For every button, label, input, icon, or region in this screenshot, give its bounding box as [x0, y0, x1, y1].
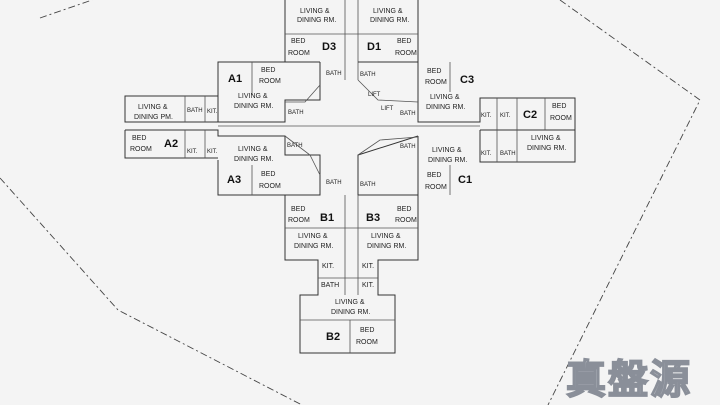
kit-label: KIT. [207, 109, 218, 115]
bedroom-label: BED [360, 327, 374, 334]
lift-label: LIFT [368, 92, 381, 98]
building-outline [124, 0, 576, 354]
living-dining-label: LIVING & [138, 104, 168, 111]
living-dining-label: DINING RM. [370, 17, 409, 24]
living-dining-label: LIVING & [238, 93, 268, 100]
living-dining-label: DINING PM. [134, 114, 173, 121]
bath-label: BATH [326, 71, 342, 77]
living-dining-labels: LIVING & DINING RM. LIVING & DINING RM. … [134, 8, 566, 316]
unit-c1: C1 [458, 174, 472, 186]
living-dining-label: LIVING & [373, 8, 403, 15]
bath-label: BATH [500, 151, 516, 157]
living-dining-label: DINING RM. [294, 243, 333, 250]
bedroom-label: BED [427, 68, 441, 75]
living-dining-label: LIVING & [432, 147, 462, 154]
living-dining-label: LIVING & [335, 299, 365, 306]
bedroom-label: BED [261, 171, 275, 178]
watermark-logo: 真盤源 [566, 357, 692, 403]
bedroom-label: BED [132, 135, 146, 142]
living-dining-label: LIVING & [298, 233, 328, 240]
bath-label: BATH [400, 144, 416, 150]
bedroom-label: ROOM [395, 217, 417, 224]
kit-label: KIT. [187, 149, 198, 155]
bath-label: BATH [187, 108, 203, 114]
bedroom-label: BED [552, 103, 566, 110]
living-dining-label: LIVING & [238, 146, 268, 153]
bedroom-label: BED [291, 206, 305, 213]
bedroom-label: ROOM [288, 217, 310, 224]
unit-b2: B2 [326, 331, 340, 343]
living-dining-label: DINING RM. [297, 17, 336, 24]
bedroom-label: ROOM [259, 78, 281, 85]
bedroom-label: ROOM [288, 50, 310, 57]
bedroom-label: ROOM [550, 115, 572, 122]
kit-label: KIT. [481, 113, 492, 119]
bath-label: BATH [360, 72, 376, 78]
living-dining-label: DINING RM. [426, 104, 465, 111]
living-dining-label: DINING RM. [331, 309, 370, 316]
unit-c2: C2 [523, 109, 537, 121]
kit-label: KIT. [481, 151, 492, 157]
bedroom-label: ROOM [425, 184, 447, 191]
bedroom-label: ROOM [395, 50, 417, 57]
kit-label: KIT. [207, 149, 218, 155]
living-dining-label: LIVING & [430, 94, 460, 101]
kit-label: KIT. [500, 113, 511, 119]
bedroom-label: ROOM [130, 146, 152, 153]
bath-label: BATH [321, 282, 339, 289]
bedroom-label: BED [427, 172, 441, 179]
living-dining-label: LIVING & [300, 8, 330, 15]
bedroom-label: ROOM [356, 339, 378, 346]
living-dining-label: DINING RM. [234, 156, 273, 163]
unit-b3: B3 [366, 212, 380, 224]
unit-a1: A1 [228, 73, 242, 85]
lift-label: LIFT [381, 106, 394, 112]
bath-label: BATH [288, 110, 304, 116]
kit-label: KIT. [322, 263, 334, 270]
unit-d3: D3 [322, 41, 336, 53]
unit-b1: B1 [320, 212, 334, 224]
service-labels: BATH BATH BATH BATH BATH BATH BATH BATH … [187, 71, 516, 289]
unit-a3: A3 [227, 174, 241, 186]
kit-label: KIT. [362, 282, 374, 289]
bedroom-label: BED [397, 206, 411, 213]
bath-label: BATH [400, 111, 416, 117]
living-dining-label: DINING RM. [428, 157, 467, 164]
living-dining-label: DINING RM. [527, 145, 566, 152]
bedroom-label: BED [291, 38, 305, 45]
unit-c3: C3 [460, 74, 474, 86]
bath-label: BATH [360, 182, 376, 188]
unit-a2: A2 [164, 138, 178, 150]
bedroom-label: BED [261, 67, 275, 74]
bedroom-label: ROOM [259, 183, 281, 190]
bedroom-label: ROOM [425, 79, 447, 86]
bedroom-label: BED [397, 38, 411, 45]
living-dining-label: LIVING & [531, 135, 561, 142]
living-dining-label: DINING RM. [367, 243, 406, 250]
kit-label: KIT. [362, 263, 374, 270]
bath-label: BATH [287, 143, 303, 149]
bedroom-labels: BED ROOM BED ROOM BED ROOM BED ROOM BED … [130, 38, 572, 346]
living-dining-label: DINING RM. [234, 103, 273, 110]
unit-d1: D1 [367, 41, 381, 53]
bath-label: BATH [326, 180, 342, 186]
living-dining-label: LIVING & [371, 233, 401, 240]
site-boundary [0, 0, 701, 405]
